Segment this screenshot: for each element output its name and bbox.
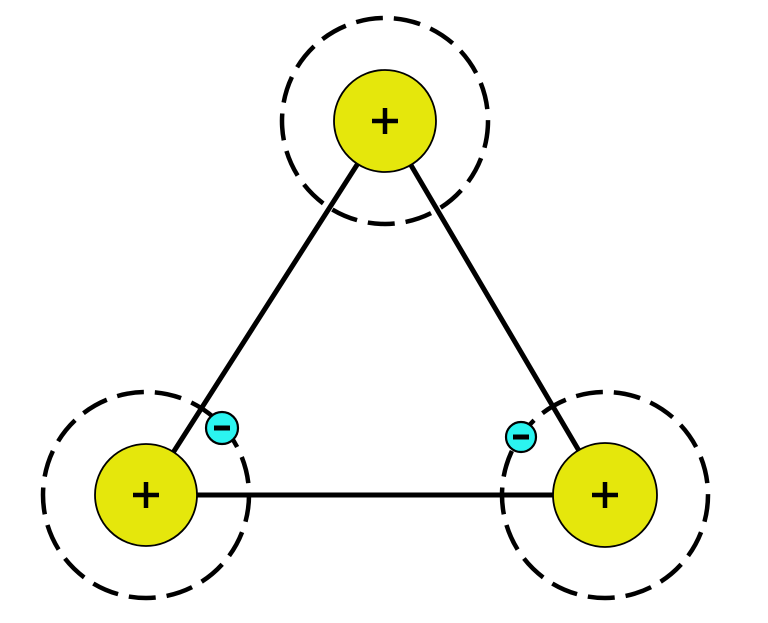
electron-orbit-dashed-circle [499,389,711,601]
electron-orbit-dashed-circle [40,389,252,601]
bond-line [143,119,388,497]
plus-sign-icon [133,482,159,508]
plus-sign-icon [372,108,398,134]
plus-sign-icon [592,482,618,508]
electron-orbit-dashed-circle [279,15,491,227]
bond-line [382,119,608,497]
